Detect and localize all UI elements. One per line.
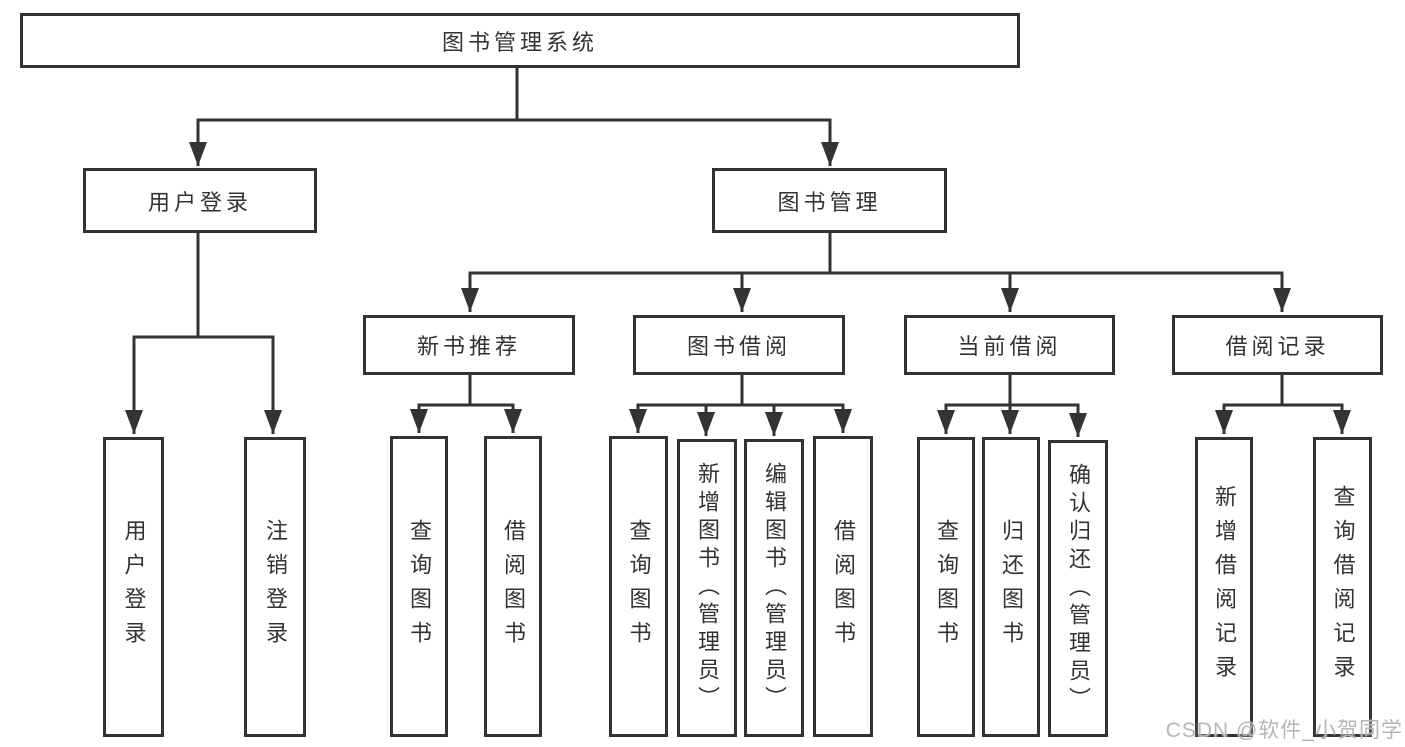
leaf-borrow-book-borrow: 借阅图书 <box>813 436 873 737</box>
node-book-management: 图书管理 <box>712 168 947 233</box>
leaf-query-book-recommend: 查询图书 <box>390 436 448 737</box>
leaf-return-book: 归还图书 <box>982 437 1040 737</box>
node-book-borrow: 图书借阅 <box>633 315 845 375</box>
leaf-confirm-return-admin: 确认归还（管理员） <box>1048 440 1108 737</box>
leaf-user-login: 用户登录 <box>103 437 164 737</box>
node-user-login: 用户登录 <box>83 168 317 233</box>
leaf-add-book-admin: 新增图书（管理员） <box>677 439 737 737</box>
leaf-query-book-current: 查询图书 <box>917 437 975 737</box>
node-borrow-record: 借阅记录 <box>1172 315 1383 375</box>
leaf-edit-book-admin: 编辑图书（管理员） <box>744 439 804 737</box>
node-root-system: 图书管理系统 <box>20 13 1020 68</box>
node-new-book-recommend: 新书推荐 <box>363 315 575 375</box>
node-current-borrow: 当前借阅 <box>904 315 1115 375</box>
leaf-query-borrow-record: 查询借阅记录 <box>1313 437 1372 737</box>
leaf-logout-login: 注销登录 <box>244 437 306 737</box>
watermark-text: CSDN @软件_小贺同学 <box>1165 719 1403 742</box>
leaf-query-book-borrow: 查询图书 <box>609 436 668 737</box>
leaf-add-borrow-record: 新增借阅记录 <box>1195 437 1253 737</box>
leaf-borrow-book-recommend: 借阅图书 <box>484 436 542 737</box>
